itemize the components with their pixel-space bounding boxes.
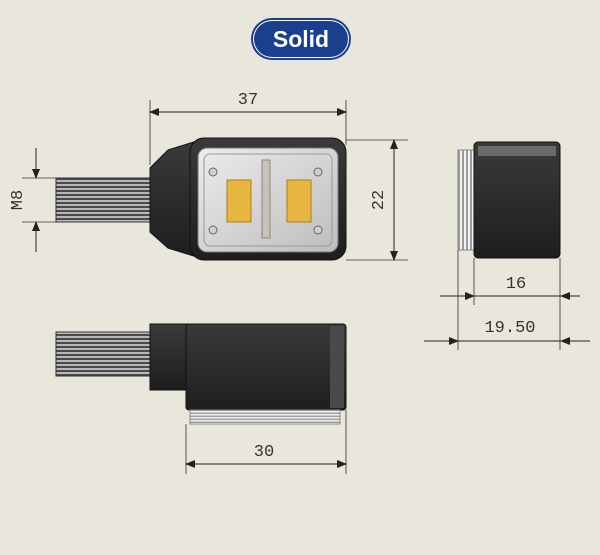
led-right <box>286 179 312 223</box>
led-left <box>226 179 252 223</box>
dim-m8-text: M8 <box>9 190 28 210</box>
dimension-19-50: 19.50 <box>424 250 590 350</box>
side-housing-highlight <box>478 146 556 156</box>
dim-19-50-text: 19.50 <box>484 319 535 338</box>
threaded-stud <box>55 177 157 223</box>
side-housing <box>473 141 561 259</box>
front-view <box>55 137 347 261</box>
bottom-threaded-stud <box>55 331 157 377</box>
lens-inner-edge <box>203 153 333 247</box>
solid-badge: Solid <box>253 20 349 58</box>
dimension-16: 16 <box>440 258 580 305</box>
bottom-lens <box>189 409 341 425</box>
side-view <box>457 141 561 259</box>
screw-bottom-left <box>208 225 218 235</box>
dim-16-text: 16 <box>506 275 526 294</box>
screw-bottom-right <box>313 225 323 235</box>
dim-22-text: 22 <box>370 190 389 210</box>
dimension-30: 30 <box>185 410 347 474</box>
bottom-view <box>55 323 347 425</box>
dimension-m8: M8 <box>9 148 56 252</box>
dim-30-text: 30 <box>254 443 274 462</box>
badge-label: Solid <box>272 26 330 52</box>
bottom-housing-edge <box>330 326 344 408</box>
center-divider <box>261 159 271 239</box>
bottom-housing <box>185 323 347 411</box>
bottom-neck <box>149 323 191 391</box>
dimension-22: 22 <box>346 139 408 261</box>
screw-top-right <box>313 167 323 177</box>
screw-top-left <box>208 167 218 177</box>
dimension-37: 37 <box>149 91 347 165</box>
dim-37-text: 37 <box>238 91 258 110</box>
